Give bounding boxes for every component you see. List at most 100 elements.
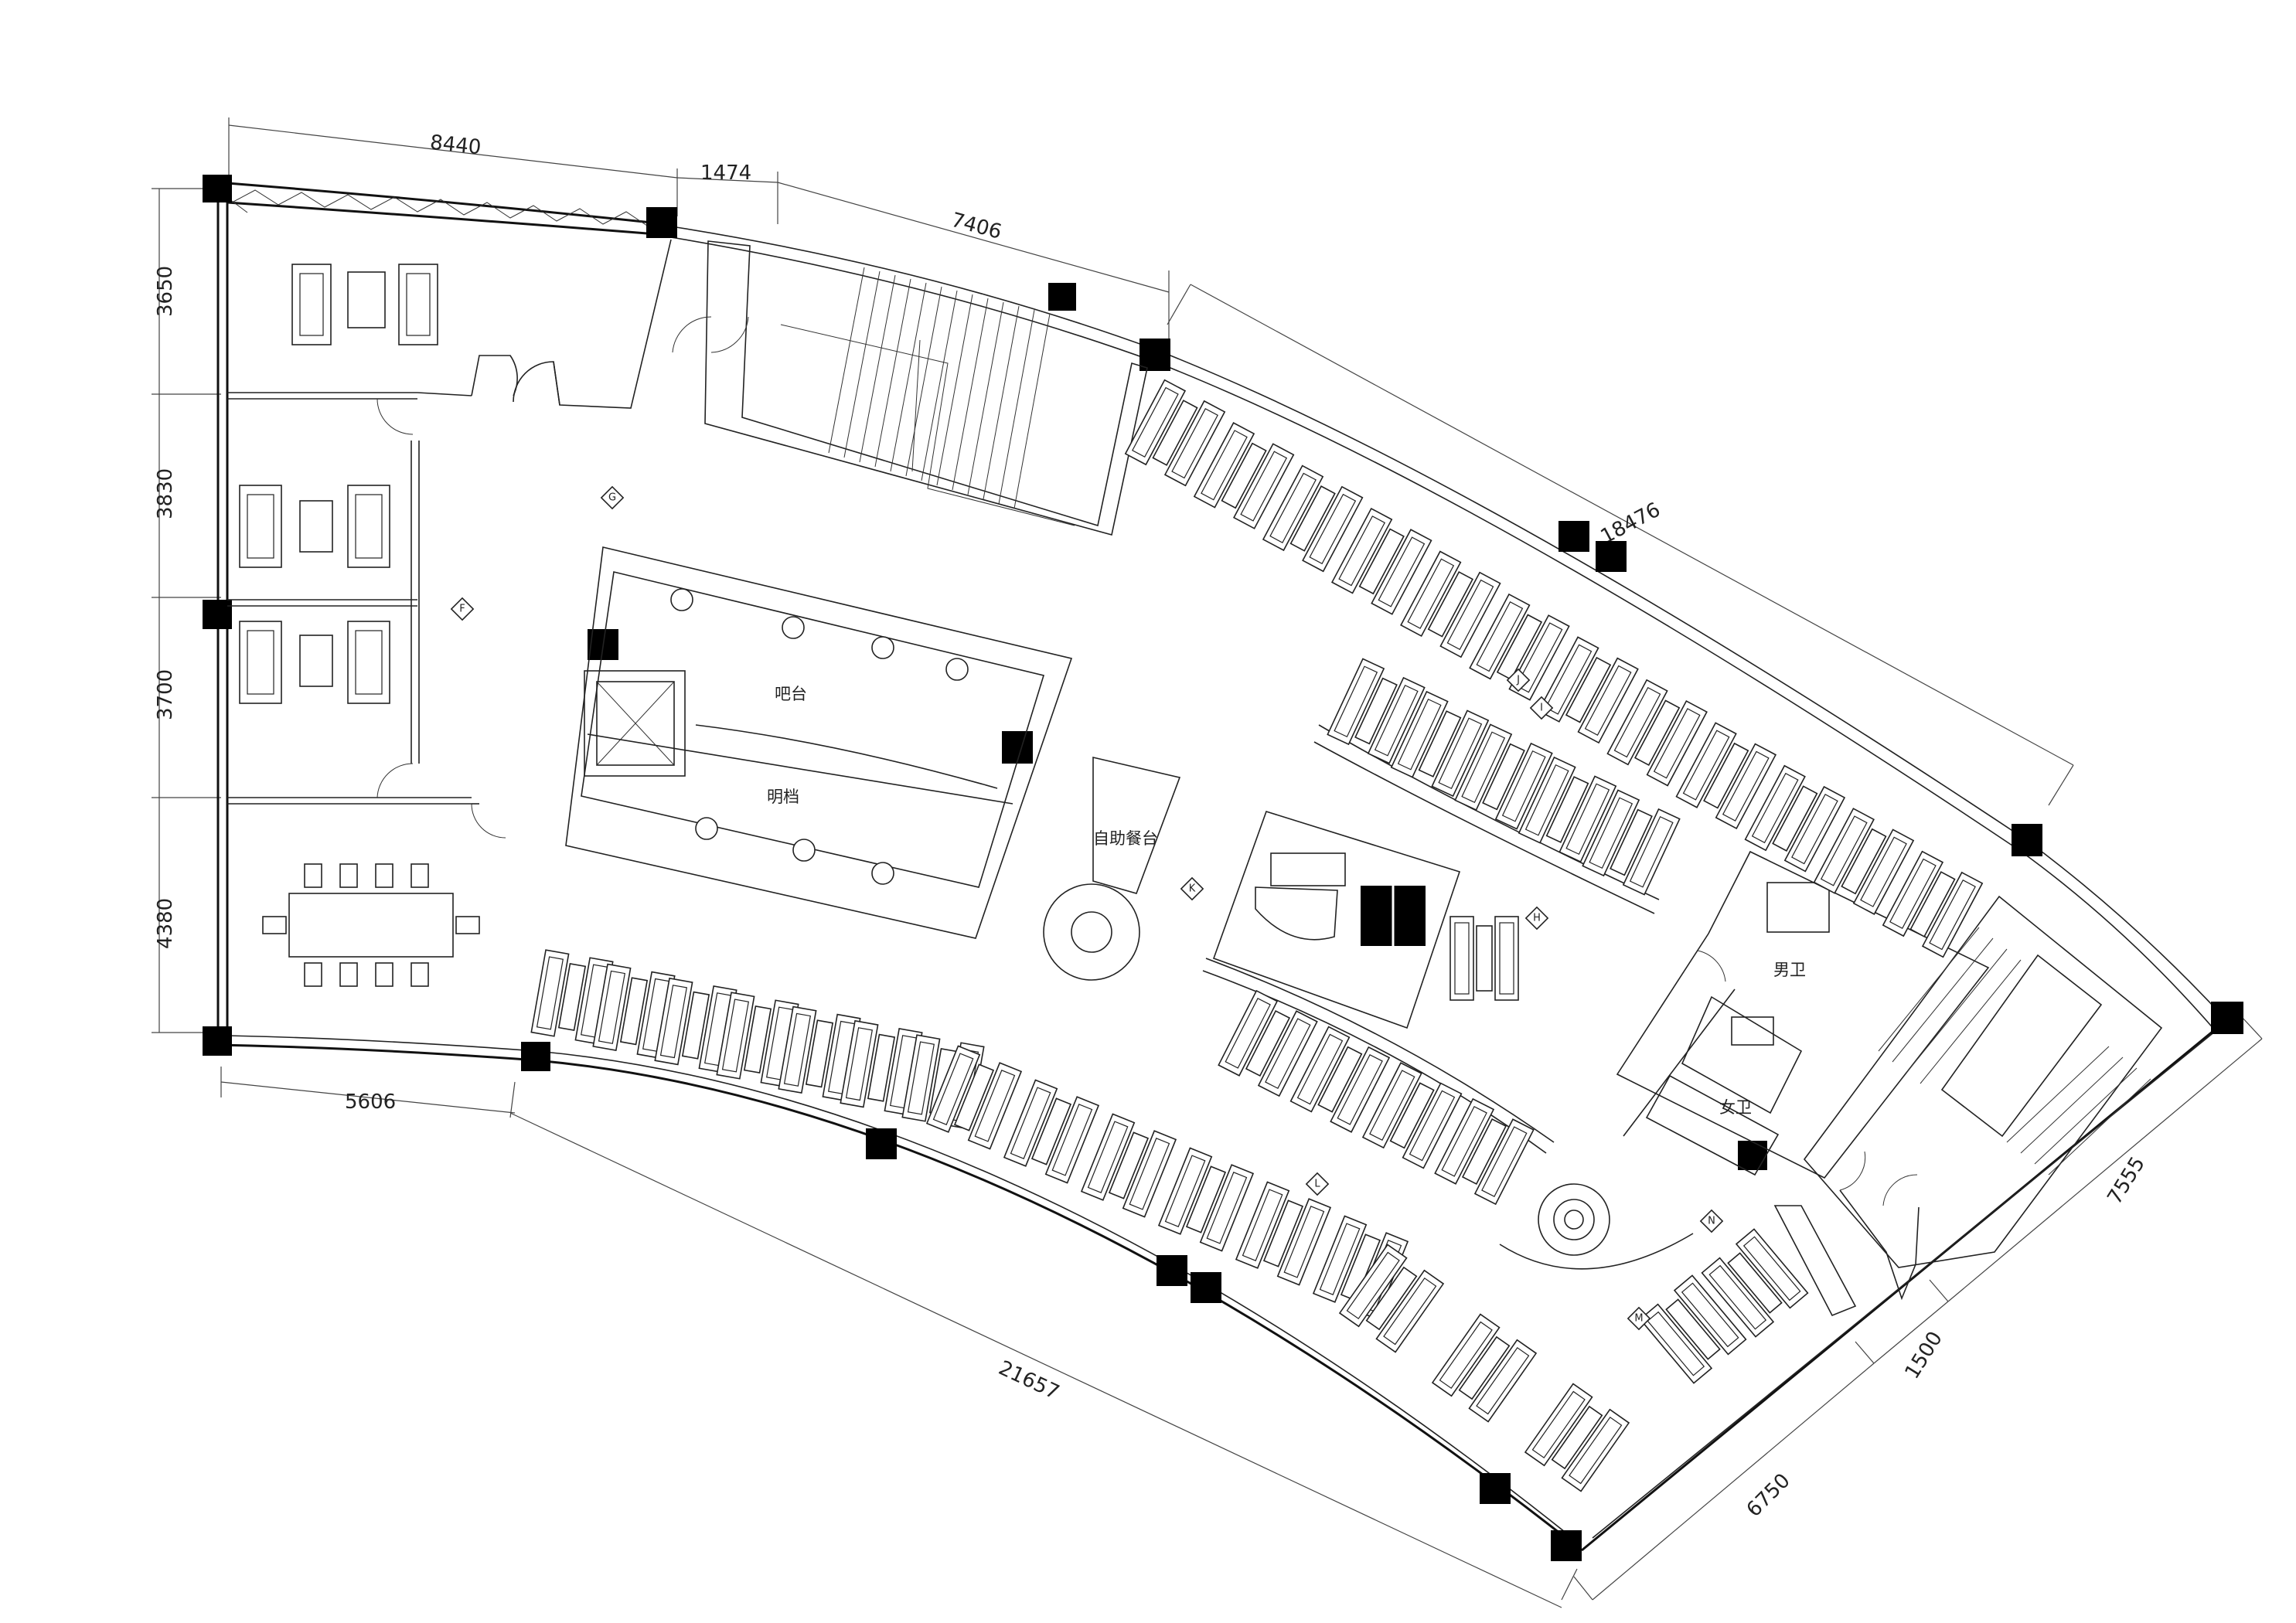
booth-part <box>1201 430 1248 501</box>
room3-lounge-set <box>239 621 390 704</box>
booth-part <box>1701 1257 1775 1338</box>
booth-part <box>1337 1053 1383 1125</box>
booth-unit <box>1330 507 1432 615</box>
booth-unit <box>1003 1079 1100 1184</box>
booth-part <box>1882 850 1944 937</box>
booth-part <box>1157 1147 1213 1235</box>
booth-part <box>1317 1046 1363 1113</box>
booth-part <box>1218 989 1279 1077</box>
restrooms: 男卫 女卫 <box>1616 850 1990 1179</box>
booth-part <box>1122 1130 1177 1218</box>
dim-bottom-main: 21657 <box>995 1356 1063 1404</box>
booth-part <box>1221 442 1267 509</box>
booth-part <box>1606 679 1668 766</box>
booth-part <box>1289 1026 1351 1113</box>
booth-part <box>1439 1321 1493 1390</box>
booth-part <box>1772 785 1818 852</box>
booth-part <box>1296 1033 1344 1105</box>
booth-part <box>1751 772 1799 844</box>
booth-part <box>1283 1206 1325 1278</box>
booth-part <box>783 1012 811 1087</box>
booth-part <box>1545 776 1589 843</box>
booth-part <box>1193 422 1255 509</box>
booth-part <box>1515 622 1563 693</box>
booth-part <box>1476 601 1524 672</box>
booth-part <box>1589 797 1633 869</box>
booth-part <box>1646 699 1708 787</box>
booth-unit <box>1262 464 1364 573</box>
booth-part <box>1727 1252 1783 1314</box>
booth-part <box>1276 1198 1332 1286</box>
booth-part <box>901 1034 941 1122</box>
booth-part <box>1569 1416 1623 1485</box>
booth-part <box>1476 1346 1530 1415</box>
booth-part <box>1319 1223 1361 1295</box>
booth-part <box>1634 699 1681 767</box>
booth-part <box>1309 493 1357 565</box>
section-tag-h: H <box>1524 906 1549 931</box>
booth-part <box>1402 1082 1463 1169</box>
booth-unit <box>1157 1147 1255 1252</box>
stair-treads-right <box>1878 927 2151 1176</box>
booth-part <box>1481 1126 1528 1198</box>
booth-part <box>1418 710 1462 777</box>
booth-part <box>1390 690 1449 778</box>
mens-wc-label: 男卫 <box>1773 961 1806 979</box>
booth-part <box>1257 1010 1318 1097</box>
booth-part <box>1524 764 1569 836</box>
booth-part <box>1742 1236 1801 1301</box>
booth-part <box>1735 1228 1809 1309</box>
booth-part <box>1496 614 1543 681</box>
booth-part <box>1242 1189 1283 1261</box>
svg-text:L: L <box>1314 1179 1320 1190</box>
bar-counter-label: 吧台 <box>775 685 807 703</box>
svg-text:F: F <box>459 604 465 615</box>
booth-part <box>1340 1233 1381 1301</box>
booth-part <box>1199 1164 1255 1252</box>
booth-unit <box>716 992 799 1087</box>
booth-part <box>907 1041 935 1115</box>
section-tag-n: N <box>1699 1209 1724 1233</box>
section-tag-k: K <box>1180 876 1204 901</box>
booth-part <box>592 963 632 1052</box>
booth-part <box>1565 783 1610 856</box>
booth-part <box>1482 743 1525 811</box>
booth-part <box>1708 1264 1767 1330</box>
section-tag-g: G <box>600 485 625 510</box>
booth-part <box>1427 570 1473 638</box>
section-tag-i: I <box>1529 696 1554 720</box>
booth-unit <box>1882 850 1984 958</box>
booth-part <box>1358 528 1405 595</box>
dim-right-2: 1500 <box>1900 1328 1947 1383</box>
booth-part <box>1400 550 1462 638</box>
booth-part <box>1225 997 1271 1069</box>
booth-part <box>1262 1199 1304 1267</box>
booth-part <box>1044 1096 1100 1184</box>
booth-part <box>1469 593 1531 680</box>
booth-part <box>1330 1046 1391 1133</box>
booth-part <box>1375 1269 1445 1353</box>
booth-part <box>1378 536 1426 607</box>
booth-part <box>743 1005 772 1074</box>
booth-part <box>1108 1131 1150 1199</box>
staircase-top <box>672 240 1148 536</box>
booth-part <box>1171 407 1218 479</box>
booth-part <box>974 1070 1016 1142</box>
booth-part <box>530 949 570 1037</box>
booth-part <box>536 956 564 1030</box>
booth-part <box>1051 1104 1093 1176</box>
booth-part <box>1494 916 1519 1001</box>
booth-unit <box>1235 1181 1332 1286</box>
booth-part <box>840 1019 879 1108</box>
section-tag-j: J <box>1506 668 1531 692</box>
section-tag-f: F <box>450 597 475 621</box>
booth-part <box>953 1063 995 1131</box>
booth-unit <box>1400 550 1501 658</box>
booth-part <box>1354 677 1398 745</box>
booth-part <box>1538 636 1599 723</box>
womens-wc-label: 女卫 <box>1719 1098 1752 1117</box>
booth-part <box>1783 785 1846 873</box>
booth-part <box>1647 1311 1705 1376</box>
booth-part <box>1629 815 1674 888</box>
dim-right-1: 7555 <box>2103 1153 2150 1209</box>
